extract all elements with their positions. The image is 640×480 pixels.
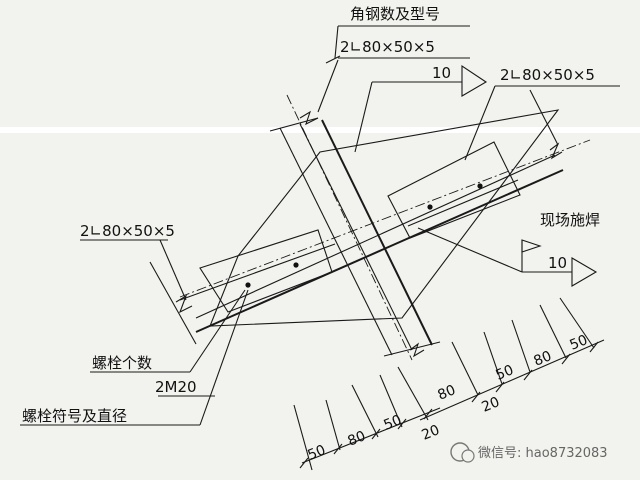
upper-right-member <box>195 141 564 333</box>
bolt <box>245 282 251 288</box>
angle-plate-lower <box>199 229 333 313</box>
bolts <box>245 183 483 288</box>
label-weld-top: 10 <box>432 64 451 82</box>
dim-20-a: 20 <box>420 422 443 444</box>
label-bolt-spec: 2M20 <box>155 378 197 396</box>
label-angle-top: 2∟80×50×5 <box>340 38 435 56</box>
label-weld-field: 现场施焊 <box>540 211 600 229</box>
weld-top-flag-icon <box>461 64 488 97</box>
watermark-text: 微信号: hao8732083 <box>478 446 608 461</box>
dim-50-a: 50 <box>306 442 329 464</box>
dimension-chain-upper <box>419 297 605 421</box>
leader-bolt-symbol <box>199 289 249 426</box>
dim-20-b: 20 <box>480 394 503 416</box>
bolt <box>293 262 299 268</box>
label-angle-left: 2∟80×50×5 <box>80 222 175 240</box>
gusset-plate <box>209 109 560 327</box>
label-bolt-count: 螺栓个数 <box>92 354 152 372</box>
bolt <box>477 183 483 189</box>
leader-field-weld <box>417 227 523 273</box>
leader-angle-right <box>464 85 496 161</box>
label-angle-title: 角钢数及型号 <box>350 5 440 23</box>
leader-angle-top <box>317 59 339 113</box>
vertical-member <box>269 94 441 361</box>
leader-angle-left <box>159 239 187 301</box>
dimension-chain-lower <box>293 366 441 471</box>
member-centerline <box>179 139 591 298</box>
watermark: 微信号: hao8732083 <box>450 442 608 463</box>
dim-50-c: 50 <box>494 362 517 384</box>
label-bolt-symbol: 螺栓符号及直径 <box>22 407 127 425</box>
weld-right-flag-icon <box>571 257 598 287</box>
field-weld-flag-icon <box>521 239 542 253</box>
dim-80-a: 80 <box>346 428 369 450</box>
dim-80-b: 80 <box>436 382 459 404</box>
label-angle-right: 2∟80×50×5 <box>500 66 595 84</box>
leader-weld-top <box>354 81 373 153</box>
leader-title <box>334 25 339 59</box>
lower-left-member <box>175 229 336 314</box>
dim-80-c: 80 <box>532 348 555 370</box>
scan-seam <box>0 127 640 133</box>
label-weld-right: 10 <box>548 254 567 272</box>
dim-50-b: 50 <box>382 412 405 434</box>
angle-plate-upper <box>387 141 521 239</box>
bolt <box>427 204 433 210</box>
dim-50-d: 50 <box>568 332 591 354</box>
leader-bolt-count <box>189 289 246 373</box>
